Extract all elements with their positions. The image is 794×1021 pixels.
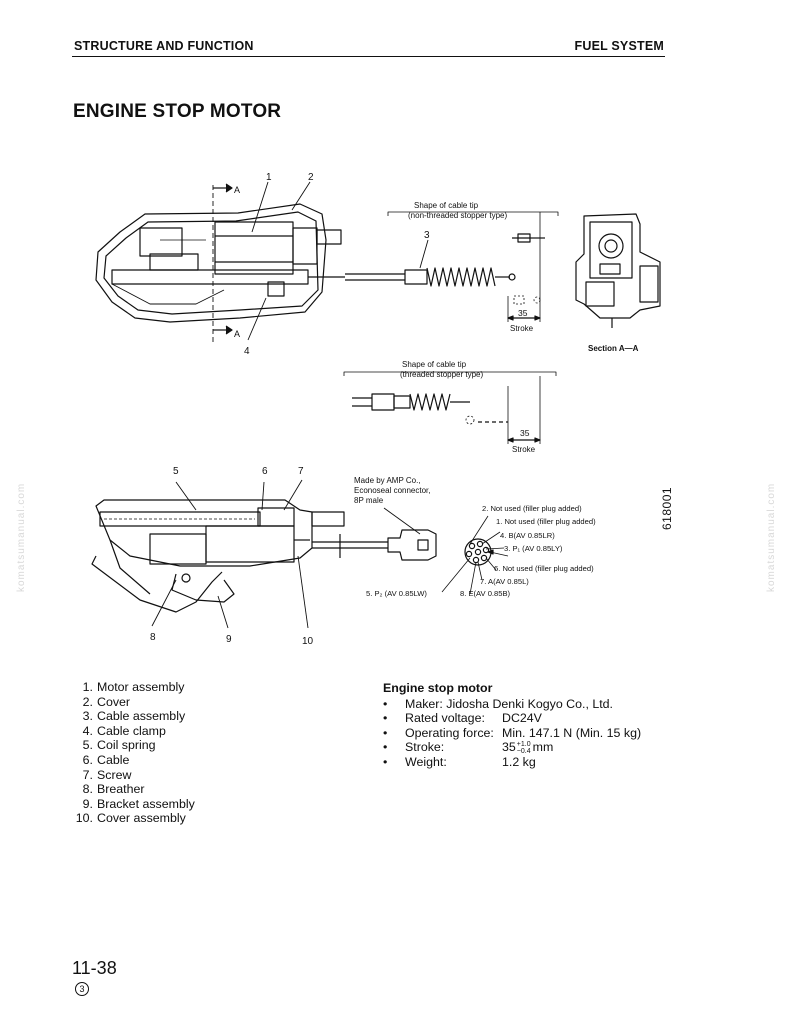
section-mark-bottom: A [234,329,240,339]
stroke-value: 35 +1.0−0.4 mm [502,740,554,756]
tip1-caption-line2: (non-threaded stopper type) [408,211,508,220]
bottom-motor-drawing [91,479,437,629]
parts-list-item: 6.Cable [82,752,130,767]
section-mark-top: A [234,185,240,195]
specs-title: Engine stop motor [383,681,493,695]
parts-list: 1.Motor assembly 2.Cover 3.Cable assembl… [74,680,195,826]
specs-block: Engine stop motor •Maker: Jidosha Denki … [383,681,641,770]
parts-list-item: 5.Coil spring [82,738,156,753]
stroke-value-2: 35 [520,428,530,438]
parts-list-item: 4.Cable clamp [82,723,166,738]
tip2-caption-line1: Shape of cable tip [402,360,467,369]
stroke-label-2: Stroke [512,445,536,454]
spec-weight: •Weight:1.2 kg [383,755,536,770]
parts-list-item: 8.Breather [82,782,145,797]
header-chapter-title: FUEL SYSTEM [574,39,664,53]
callout-5: 5 [173,466,179,477]
threaded-tip-drawing [343,371,557,444]
callout-1: 1 [266,172,272,183]
page-title: ENGINE STOP MOTOR [73,101,282,122]
spec-maker: •Maker: Jidosha Denki Kogyo Co., Ltd. [383,696,613,711]
callout-4: 4 [244,346,250,357]
spec-force: •Operating force:Min. 147.1 N (Min. 15 k… [383,725,642,740]
connector-face-drawing [441,515,509,595]
pin-5-label: 5. P₂ (AV 0.85LW) [366,589,427,598]
parts-list-item: 2.Cover [82,694,131,709]
pin-1-label: 1. Not used (filler plug added) [496,517,596,526]
watermark-right: komatsumanual.com [766,482,777,592]
tip2-caption-line2: (threaded stopper type) [400,370,483,379]
pin-3-label: 3. P₁ (AV 0.85LY) [504,544,563,553]
connector-label-line1: Made by AMP Co., [354,476,421,485]
parts-list-item: 9.Bracket assembly [82,796,195,811]
spec-stroke: •Stroke: 35 +1.0−0.4 mm [383,740,554,756]
pin-8-label: 8. E(AV 0.85B) [460,589,511,598]
header-rule [72,56,665,57]
callout-9: 9 [226,634,232,645]
connector-label-line3: 8P male [354,496,384,505]
pin-7-label: 7. A(AV 0.85L) [480,577,529,586]
callout-2: 2 [308,172,314,183]
callout-10: 10 [302,636,314,647]
watermark-left: komatsumanual.com [16,482,27,592]
callout-7: 7 [298,466,304,477]
parts-list-item: 7.Screw [82,767,132,782]
callout-6: 6 [262,466,268,477]
callout-3: 3 [424,230,430,241]
pin-2-label: 2. Not used (filler plug added) [482,504,582,513]
section-label: Section A—A [588,344,639,353]
tip1-caption-line1: Shape of cable tip [414,201,479,210]
section-a-a-drawing [575,213,661,328]
spec-voltage: •Rated voltage:DC24V [383,711,542,726]
header-section-title: STRUCTURE AND FUNCTION [74,39,254,53]
page-number: 11-38 [72,958,117,978]
parts-list-item: 3.Cable assembly [82,709,186,724]
stroke-value-1: 35 [518,308,528,318]
callout-8: 8 [150,632,156,643]
figure-number: 618001 [660,486,674,530]
parts-list-item: 1.Motor assembly [82,680,185,694]
revision-mark: 3 [75,982,89,996]
connector-label-line2: Econoseal connector, [354,486,431,495]
cable-assembly-drawing [345,211,559,322]
parts-list-item: 10.Cover assembly [75,811,186,826]
stroke-label-1: Stroke [510,324,534,333]
pin-4-label: 4. B(AV 0.85LR) [500,531,555,540]
pin-6-label: 6. Not used (filler plug added) [494,564,594,573]
top-motor-drawing [95,181,429,345]
